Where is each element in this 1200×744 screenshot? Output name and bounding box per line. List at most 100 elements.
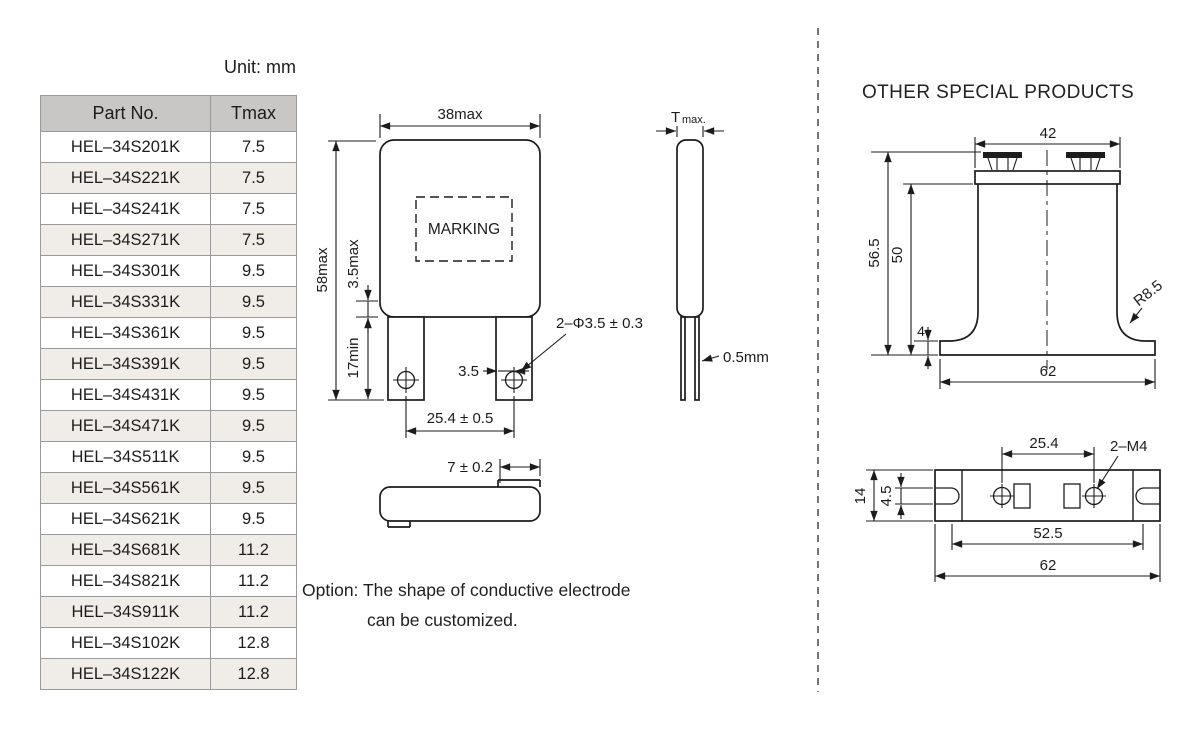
dim-label-4-5: 4.5 [878, 486, 895, 507]
screw-hole-right [1082, 484, 1106, 508]
terminal-left [983, 152, 1022, 171]
option-note-line1: Option: The shape of conductive electrod… [302, 580, 631, 600]
dim-label-3-5max: 3.5max [345, 239, 362, 289]
dim-base-thickness-4: 4 [914, 323, 938, 369]
tmax-cell: 7.5 [210, 224, 297, 256]
callout-holes: 2–Φ3.5 ± 0.3 [520, 315, 643, 372]
special-top-outline [934, 469, 1161, 522]
part-cell: HEL–34S821K [40, 565, 211, 597]
electrode-tab-top [497, 479, 541, 487]
terminal-right [1066, 152, 1105, 171]
dim-thickness-tmax: T max. [656, 109, 724, 137]
bottom-body-outline [379, 486, 541, 522]
dim-label-58max: 58max [314, 247, 331, 293]
side-view-drawing: T max. 0.5mm [656, 109, 769, 401]
boss-right [1063, 483, 1081, 509]
column-header-tmax: Tmax [210, 95, 297, 132]
dim-label-tab-width: 7 ± 0.2 [447, 459, 493, 476]
electrode-tab-bottom [387, 521, 411, 528]
part-cell: HEL–34S201K [40, 131, 211, 163]
dim-label-25-4: 25.4 [1029, 435, 1058, 452]
tmax-cell: 9.5 [210, 410, 297, 442]
special-products-title: OTHER SPECIAL PRODUCTS [862, 82, 1135, 103]
tmax-cell: 9.5 [210, 317, 297, 349]
dim-overall-62: 62 [934, 524, 1161, 582]
bottom-view-drawing: 7 ± 0.2 [379, 459, 541, 528]
tmax-cell: 12.8 [210, 627, 297, 659]
dim-step-3-5max: 3.5max [345, 239, 378, 333]
dim-label-0-5mm: 0.5mm [723, 349, 769, 366]
dim-label-56-5: 56.5 [866, 238, 883, 267]
parts-table-header: Part No. Tmax [40, 95, 297, 132]
component-body-outline [379, 139, 541, 318]
dim-label-62-top: 62 [1040, 557, 1057, 574]
tmax-cell: 7.5 [210, 162, 297, 194]
dim-label-2-m4: 2–M4 [1110, 438, 1148, 455]
front-view-drawing: MARKING 38max 58max [314, 106, 643, 438]
part-cell: HEL–34S331K [40, 286, 211, 318]
mounting-slot-left [935, 487, 960, 505]
special-front-drawing: 42 56.5 50 4 R8.5 62 [866, 125, 1166, 389]
side-lead-back [694, 316, 700, 401]
side-lead-front [680, 316, 686, 401]
tmax-cell: 11.2 [210, 596, 297, 628]
dim-label-52-5: 52.5 [1033, 525, 1062, 542]
special-body-outline [939, 184, 1156, 356]
dim-label-r8-5: R8.5 [1131, 277, 1166, 310]
part-cell: HEL–34S361K [40, 317, 211, 349]
dim-hole-pitch-25-4: 25.4 [1001, 435, 1095, 483]
tmax-cell: 7.5 [210, 131, 297, 163]
dim-tab-width: 7 ± 0.2 [447, 459, 541, 483]
dim-slot-pitch-52-5: 52.5 [951, 524, 1144, 550]
dim-lead-pitch: 25.4 ± 0.5 [405, 396, 515, 438]
mounting-hole-left [393, 367, 419, 393]
dim-lead-17min: 17min [345, 317, 372, 400]
dim-label-38max: 38max [437, 106, 483, 123]
dim-label-17min: 17min [345, 338, 362, 379]
tmax-cell: 9.5 [210, 255, 297, 287]
dim-label-t: T [671, 109, 680, 126]
marking-label: MARKING [428, 221, 500, 238]
dim-height-56-5: 56.5 [866, 151, 981, 356]
part-cell: HEL–34S431K [40, 379, 211, 411]
dim-height-58max: 58max [314, 140, 384, 401]
side-body-outline [676, 139, 704, 318]
dim-label-42: 42 [1040, 125, 1057, 142]
dim-height-50: 50 [889, 183, 973, 356]
dim-label-62-front: 62 [1040, 363, 1057, 380]
part-cell: HEL–34S391K [40, 348, 211, 380]
part-cell: HEL–34S271K [40, 224, 211, 256]
dim-label-14: 14 [852, 488, 869, 505]
part-cell: HEL–34S102K [40, 627, 211, 659]
part-cell: HEL–34S621K [40, 503, 211, 535]
tmax-cell: 12.8 [210, 658, 297, 690]
dim-base-width-62: 62 [939, 359, 1156, 389]
callout-radius: R8.5 [1129, 277, 1166, 324]
dim-label-t-max: max. [682, 114, 706, 126]
part-cell: HEL–34S221K [40, 162, 211, 194]
marking-area-box [415, 196, 513, 262]
tmax-cell: 11.2 [210, 534, 297, 566]
option-note-line2: can be customized. [367, 610, 518, 630]
part-cell: HEL–34S561K [40, 472, 211, 504]
part-cell: HEL–34S511K [40, 441, 211, 473]
dim-label-lead-pitch: 25.4 ± 0.5 [427, 410, 494, 427]
callout-2-m4: 2–M4 [1096, 438, 1148, 490]
tmax-cell: 9.5 [210, 503, 297, 535]
dim-height-14: 14 [852, 469, 933, 522]
table-header-row: Part No. Tmax [40, 95, 297, 132]
